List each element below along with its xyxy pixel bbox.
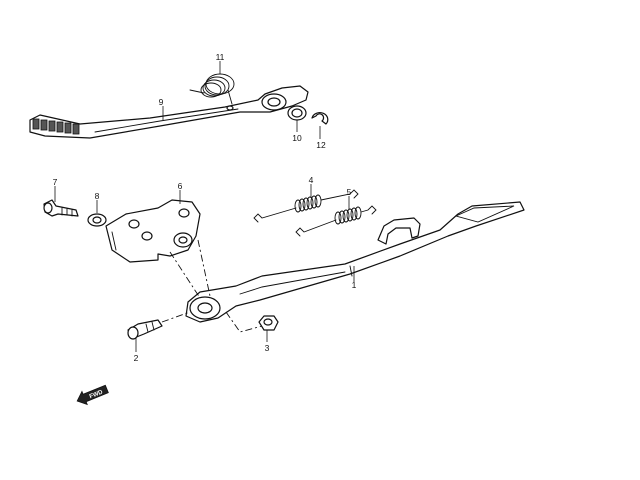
label-part-2: 2 <box>134 353 139 363</box>
pedal-return-spring-part <box>189 73 235 105</box>
clip-12-part <box>311 111 329 125</box>
stand-spring-4-part <box>253 189 359 223</box>
pivot-bolt-part <box>127 319 163 340</box>
label-part-8: 8 <box>95 191 100 201</box>
bolt-7-part <box>43 199 79 217</box>
label-part-1: 1 <box>352 280 357 290</box>
nut-3-part <box>258 315 279 331</box>
washer-8-part <box>87 213 107 227</box>
pedal-tread <box>32 118 80 135</box>
washer-10-part <box>287 105 307 121</box>
part-labels: 1 2 3 4 5 6 7 8 9 10 11 12 <box>53 52 357 363</box>
label-part-9: 9 <box>159 97 164 107</box>
stand-bracket-part <box>105 199 201 263</box>
side-stand-part <box>185 201 525 323</box>
label-part-11: 11 <box>216 52 225 62</box>
label-part-6: 6 <box>178 181 183 191</box>
brake-pedal-part <box>29 85 309 139</box>
fwd-label: FWD <box>89 389 105 400</box>
label-part-10: 10 <box>292 133 302 143</box>
label-part-12: 12 <box>316 140 326 150</box>
label-part-3: 3 <box>265 343 270 353</box>
assembly-lines <box>161 239 263 333</box>
label-part-5: 5 <box>347 187 352 197</box>
stand-spring-5-part <box>295 205 377 237</box>
leader-lines <box>54 61 355 352</box>
label-part-7: 7 <box>53 177 58 187</box>
label-part-4: 4 <box>309 175 314 185</box>
fwd-arrow-icon: FWD <box>76 384 109 406</box>
